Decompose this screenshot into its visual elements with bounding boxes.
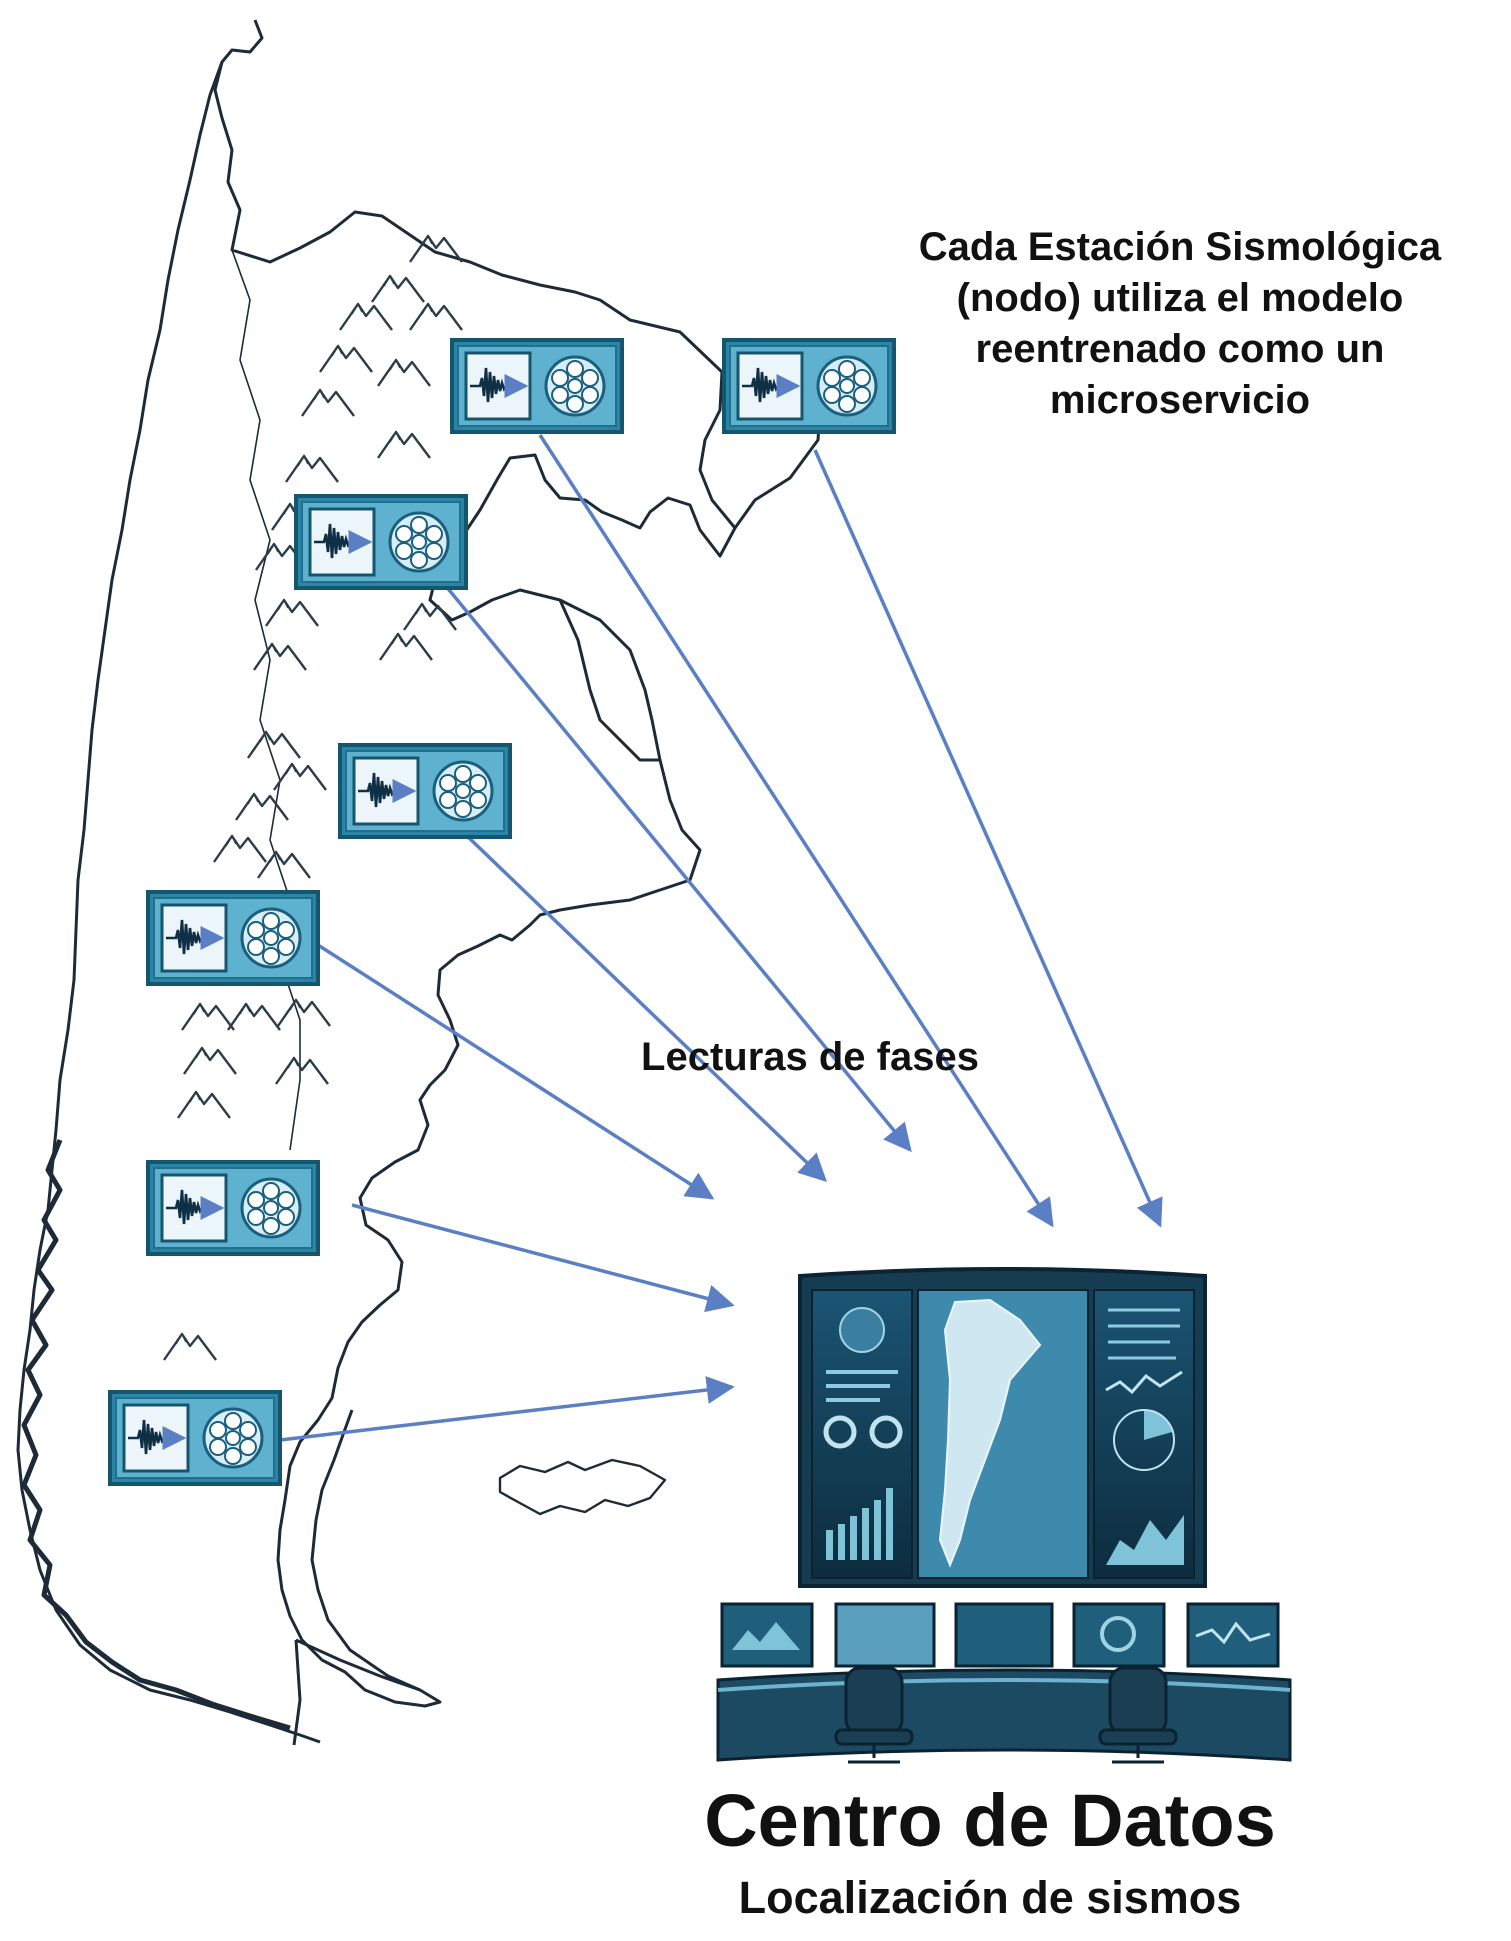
note-line-4: microservicio: [1049, 378, 1311, 422]
map-west-coast-outline: [16, 61, 321, 1744]
phase-readings-label: Lecturas de fases: [641, 1035, 979, 1079]
station-description-note: Cada Estación Sismológica (nodo) utiliza…: [868, 222, 1492, 426]
seismogram-icon: [296, 496, 466, 588]
seismogram-icon: [148, 1162, 318, 1254]
monitor-4: [1072, 1602, 1166, 1668]
area-graph-icon: [1106, 1515, 1184, 1565]
gauge-icon: [869, 1415, 903, 1449]
globe-icon: [839, 1307, 885, 1353]
map-province-line: [231, 249, 301, 1151]
note-line-2: (nodo) utiliza el modelo: [956, 276, 1404, 320]
station-node-5: [148, 892, 318, 984]
station-node-1: [452, 340, 622, 432]
arrow-station-2: [813, 449, 1163, 1228]
monitors-row: [720, 1602, 1280, 1668]
arrow-station-7: [279, 1376, 735, 1442]
bar-graph-icon: [826, 1488, 893, 1560]
monitor-3: [954, 1602, 1054, 1668]
phase-arrows: [279, 434, 1163, 1442]
seismogram-icon: [340, 745, 510, 837]
note-line-3: reentrenado como un: [975, 327, 1385, 371]
screen-map-icon: [938, 1298, 1042, 1568]
map-tierra-del-fuego-outline: [292, 1638, 421, 1746]
line-graph-icon: [1105, 1370, 1183, 1395]
gauge-icon: [823, 1415, 857, 1449]
station-node-4: [340, 745, 510, 837]
pie-chart-icon: [1144, 1410, 1172, 1440]
monitor-2: [834, 1602, 936, 1668]
note-line-1: Cada Estación Sismológica: [918, 225, 1442, 269]
arrow-station-5: [317, 943, 715, 1200]
map-inner-coast-outline: [558, 599, 660, 762]
data-center-title: Centro de Datos: [704, 1779, 1276, 1862]
station-node-7: [110, 1392, 280, 1484]
seismic-stations: [110, 340, 894, 1484]
seismogram-icon: [148, 892, 318, 984]
arrow-station-1: [538, 434, 1054, 1228]
map-uruguay-outline: [698, 371, 737, 529]
chair-icon: [1098, 1666, 1178, 1764]
data-center-subtitle: Localización de sismos: [738, 1872, 1242, 1923]
control-room-icon: [716, 1267, 1292, 1764]
station-node-6: [148, 1162, 318, 1254]
seismogram-icon: [110, 1392, 280, 1484]
map-falklands-outline: [498, 1458, 667, 1516]
map-chile-islands-outline: [21, 1139, 291, 1731]
seismogram-icon: [452, 340, 622, 432]
arrow-station-3: [443, 583, 912, 1153]
station-node-3: [296, 496, 466, 588]
arrow-station-6: [351, 1203, 735, 1313]
chair-icon: [834, 1666, 914, 1764]
map-mainland-outline: [213, 19, 822, 1708]
argentina-map-outline: [16, 19, 822, 1746]
